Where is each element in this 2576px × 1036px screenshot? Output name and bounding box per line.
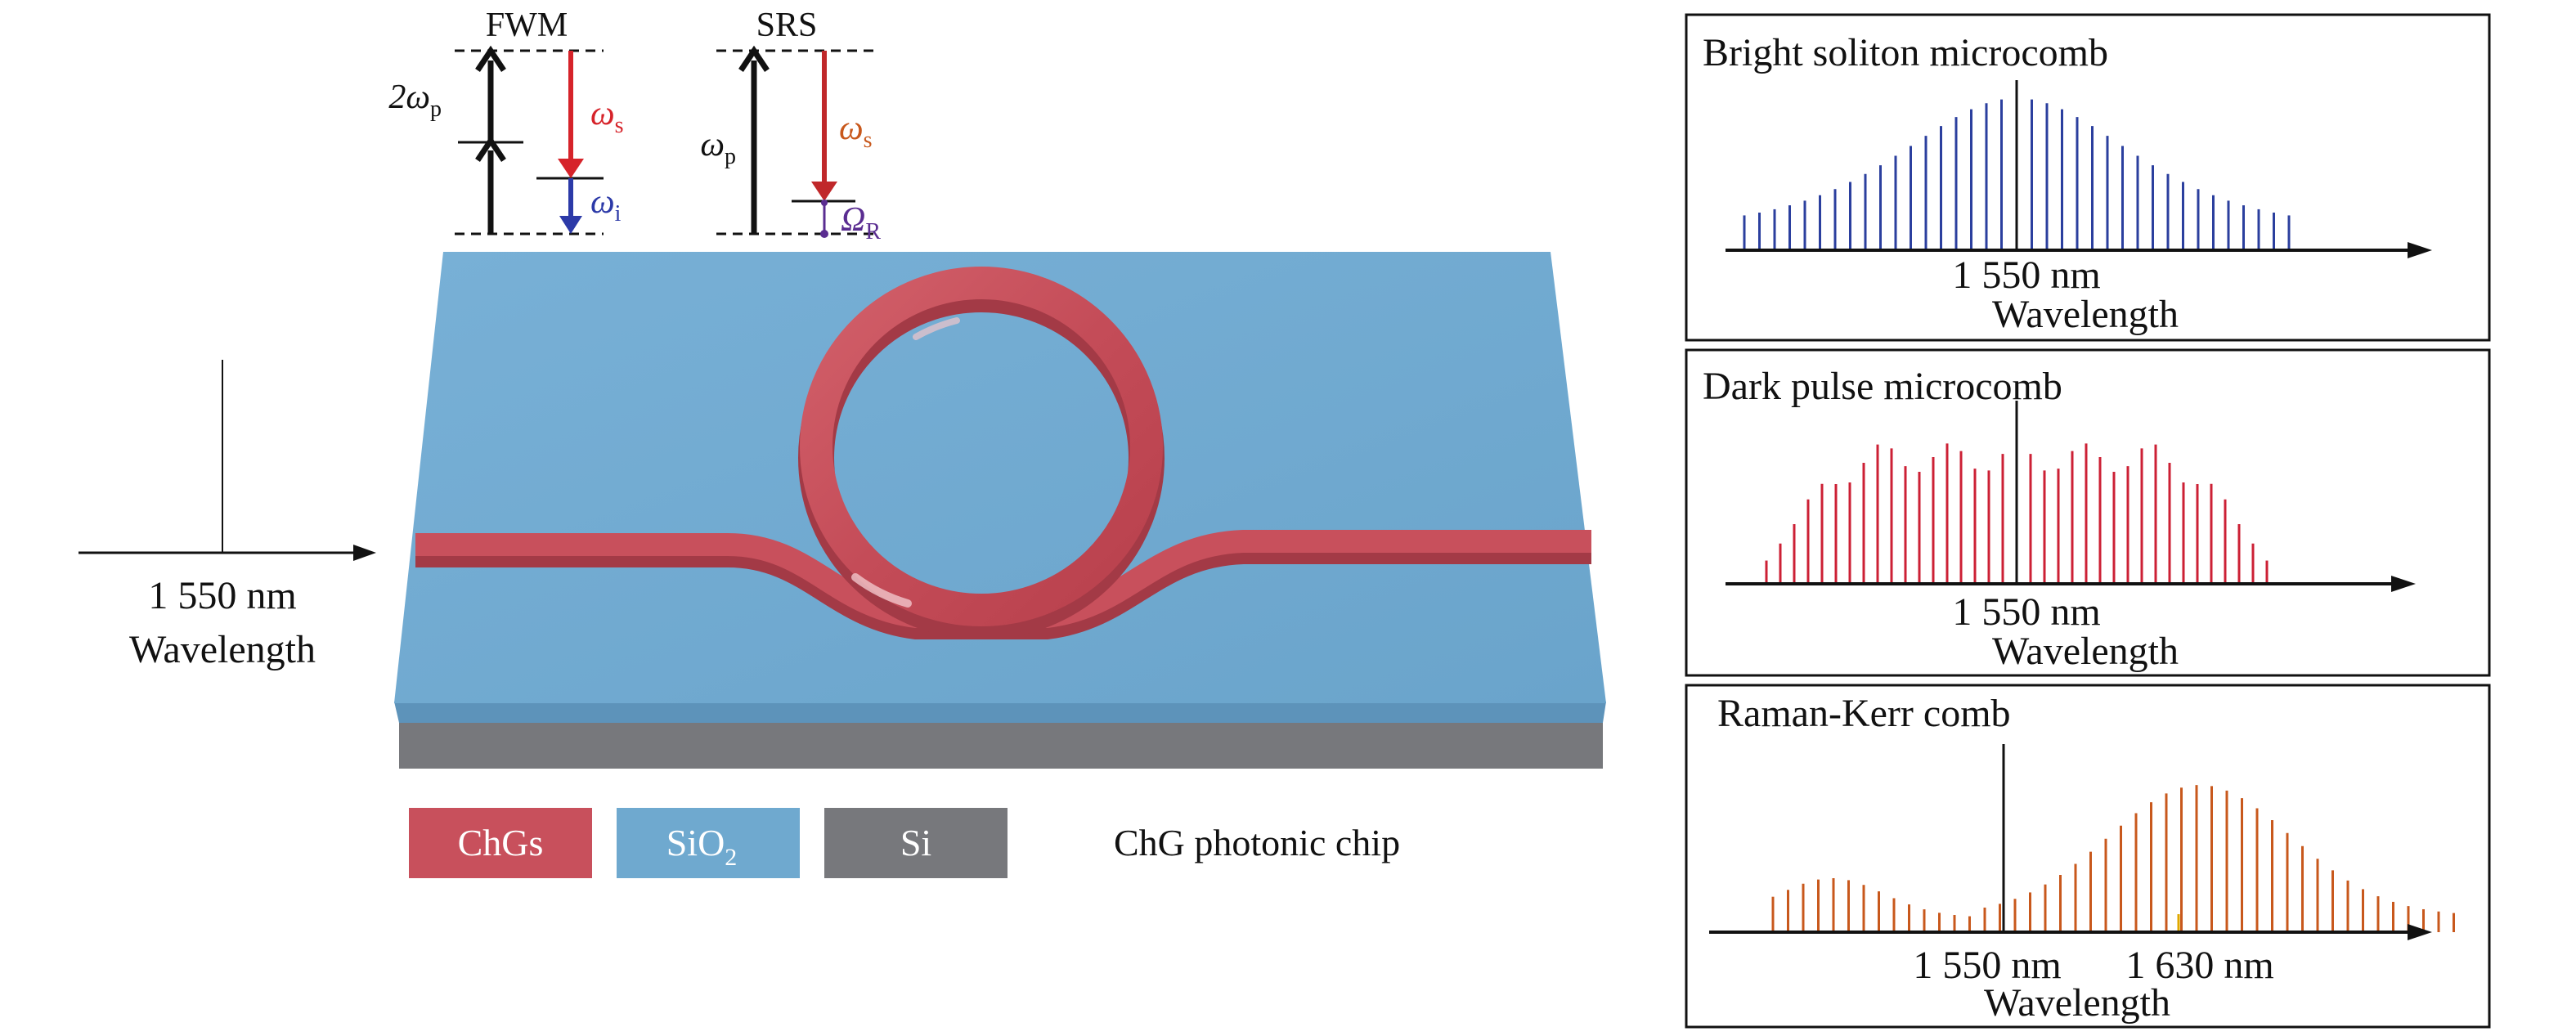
input-spectrum: 1 550 nm Wavelength: [79, 360, 376, 671]
panel-frame: [1685, 348, 2491, 677]
fwm-idler-label: ωi: [590, 183, 622, 226]
srs-pump-label: ωp: [700, 126, 736, 169]
material-legend: ChGs SiO2 Si ChG photonic chip: [409, 808, 1400, 878]
input-peak-label: 1 550 nm: [148, 574, 296, 617]
srs-energy-diagram: SRS ωp ωs ΩR: [700, 7, 881, 244]
srs-raman-dot-bottom: [820, 230, 828, 238]
srs-raman-dot-top: [821, 200, 828, 206]
legend-sio2-swatch: [617, 808, 800, 878]
input-axis-label: Wavelength: [129, 628, 316, 671]
panel-center-label: 1 550 nm: [1952, 590, 2100, 634]
panel-second-label: 1 630 nm: [2125, 944, 2273, 987]
panel-axis-label: Wavelength: [1984, 981, 2170, 1025]
chip-si-substrate: [399, 720, 1603, 769]
panel-title: Bright soliton microcomb: [1703, 31, 2108, 74]
legend-chgs-swatch: [409, 808, 592, 878]
panel-axis-arrowhead: [2408, 924, 2432, 940]
panel-center-label: 1 550 nm: [1952, 253, 2100, 297]
ring-resonator: [800, 267, 1163, 626]
panel-title: Dark pulse microcomb: [1703, 365, 2062, 408]
comb-lines: [1743, 80, 2291, 250]
fwm-idler-arrowhead: [559, 216, 582, 234]
ring-highlight-2: [913, 317, 960, 340]
legend-caption: ChG photonic chip: [1114, 822, 1400, 863]
fwm-title: FWM: [486, 7, 568, 44]
panel-dark-pulse: Dark pulse microcomb 1 550 nm Wavelength: [1685, 348, 2491, 677]
panel-frame: [1685, 684, 2491, 1029]
panel-raman-kerr: Raman-Kerr comb 1 550 nm 1 630 nm Wavele…: [1685, 684, 2491, 1029]
panel-axis-label: Wavelength: [1992, 293, 2179, 336]
srs-stokes-label: ωs: [839, 110, 873, 153]
panel-center-label: 1 550 nm: [1913, 944, 2061, 987]
panel-axis-label: Wavelength: [1992, 630, 2179, 673]
input-axis-arrowhead: [353, 545, 376, 561]
srs-stokes-arrowhead: [811, 182, 837, 201]
legend-chgs-label: ChGs: [458, 822, 544, 863]
chip-sio2-side: [394, 702, 1606, 723]
srs-title: SRS: [756, 7, 818, 44]
panel-axis-arrowhead: [2391, 576, 2416, 592]
fwm-energy-diagram: FWM 2ωp ωs ωi: [388, 7, 624, 235]
panel-axis-arrowhead: [2408, 242, 2432, 258]
comb-lines: [1765, 401, 2269, 584]
srs-pump-arrowhead: [738, 45, 770, 72]
srs-raman-label: ΩR: [841, 201, 881, 244]
panel-frame: [1685, 13, 2491, 342]
fwm-pump-arrowhead-2: [475, 45, 506, 72]
legend-si-swatch: [824, 808, 1008, 878]
ring-highlight: [851, 573, 912, 608]
comb-lines: [1771, 744, 2455, 932]
fwm-pump-label: 2ωp: [388, 78, 442, 122]
fwm-signal-label: ωs: [590, 95, 624, 138]
legend-sio2-label: SiO2: [666, 822, 738, 871]
legend-si-label: Si: [900, 822, 931, 863]
panel-title: Raman-Kerr comb: [1717, 692, 2011, 735]
panel-bright-soliton: Bright soliton microcomb 1 550 nm Wavele…: [1685, 13, 2491, 342]
photonic-chip: [394, 252, 1606, 769]
fwm-signal-arrowhead: [558, 159, 584, 178]
chip-sio2-top: [394, 252, 1606, 703]
